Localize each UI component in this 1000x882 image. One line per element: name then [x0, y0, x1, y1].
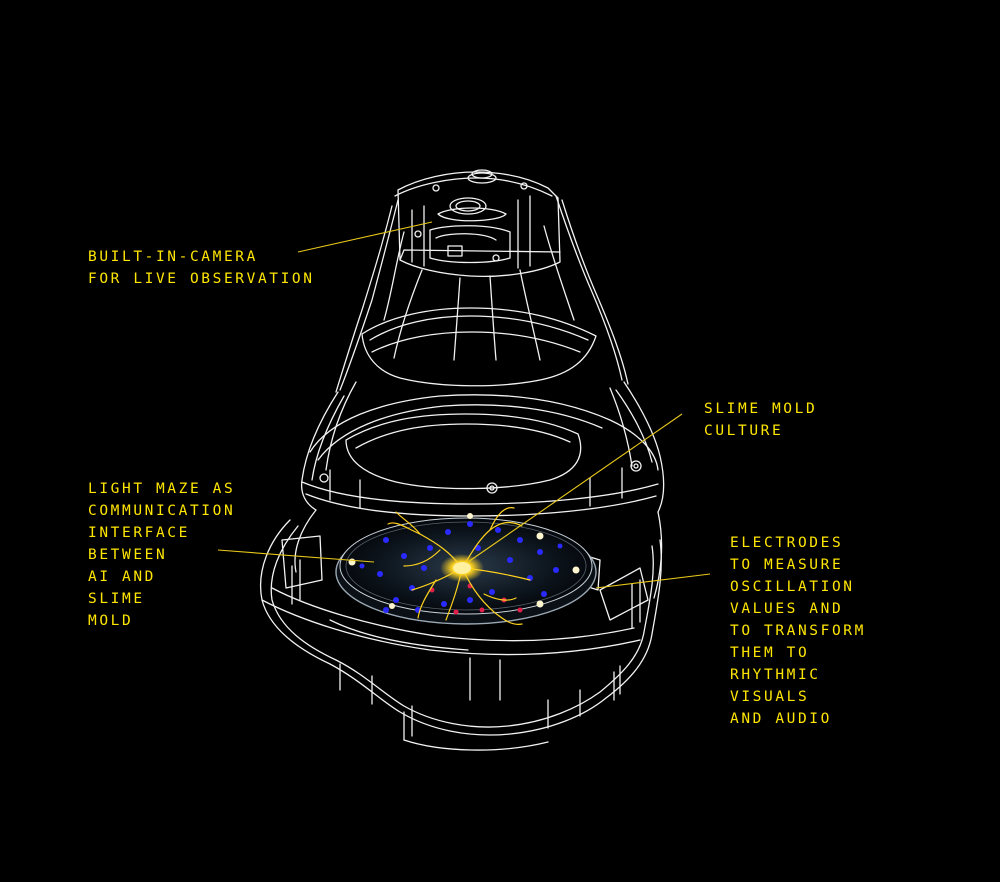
petri-dish [335, 507, 597, 625]
middle-ring [301, 394, 659, 517]
camera-label-line-2: FOR LIVE OBSERVATION [88, 271, 315, 287]
leader-lines [217, 221, 711, 589]
culture-label-line-2: CULTURE [704, 423, 784, 439]
upper-shell [300, 195, 665, 513]
electrodes-label-line-6: THEM TO [730, 645, 810, 661]
culture-leader-line [467, 413, 683, 563]
electrodes-label: ELECTRODES TO MEASURE OSCILLATION VALUES… [730, 532, 866, 730]
maze-label-line-5: AI AND [88, 569, 156, 585]
electrodes-label-line-9: AND AUDIO [730, 711, 832, 727]
maze-label-line-4: BETWEEN [88, 547, 168, 563]
maze-leader-line [217, 549, 375, 563]
lower-base [260, 509, 663, 751]
maze-label-line-3: INTERFACE [88, 525, 190, 541]
culture-label-line-1: SLIME MOLD [704, 401, 818, 417]
camera-label-line-1: BUILT-IN-CAMERA [88, 249, 258, 265]
electrodes-label-line-1: ELECTRODES [730, 535, 844, 551]
camera-leader-line [297, 221, 433, 253]
maze-label-line-2: COMMUNICATION [88, 503, 236, 519]
electrodes-label-line-2: TO MEASURE [730, 557, 844, 573]
maze-label-line-1: LIGHT MAZE AS [88, 481, 236, 497]
electrodes-leader-line [595, 573, 711, 589]
light-maze-dots [359, 521, 563, 613]
maze-label-line-6: SLIME [88, 591, 145, 607]
electrodes-label-line-8: VISUALS [730, 689, 810, 705]
electrodes-label-line-4: VALUES AND [730, 601, 844, 617]
camera-label: BUILT-IN-CAMERA FOR LIVE OBSERVATION [88, 246, 315, 290]
maze-label: LIGHT MAZE AS COMMUNICATION INTERFACE BE… [88, 478, 235, 632]
light-maze-red-dots [429, 583, 523, 615]
electrodes-label-line-7: RHYTHMIC [730, 667, 821, 683]
electrodes-label-line-3: OSCILLATION [730, 579, 855, 595]
slime-mold-network [387, 507, 531, 625]
light-maze-white-dots [348, 513, 580, 609]
camera-housing [394, 169, 561, 278]
device-wireframe [260, 169, 665, 751]
electrodes-label-line-5: TO TRANSFORM [730, 623, 866, 639]
culture-label: SLIME MOLD CULTURE [704, 398, 817, 442]
maze-label-line-7: MOLD [88, 613, 134, 629]
